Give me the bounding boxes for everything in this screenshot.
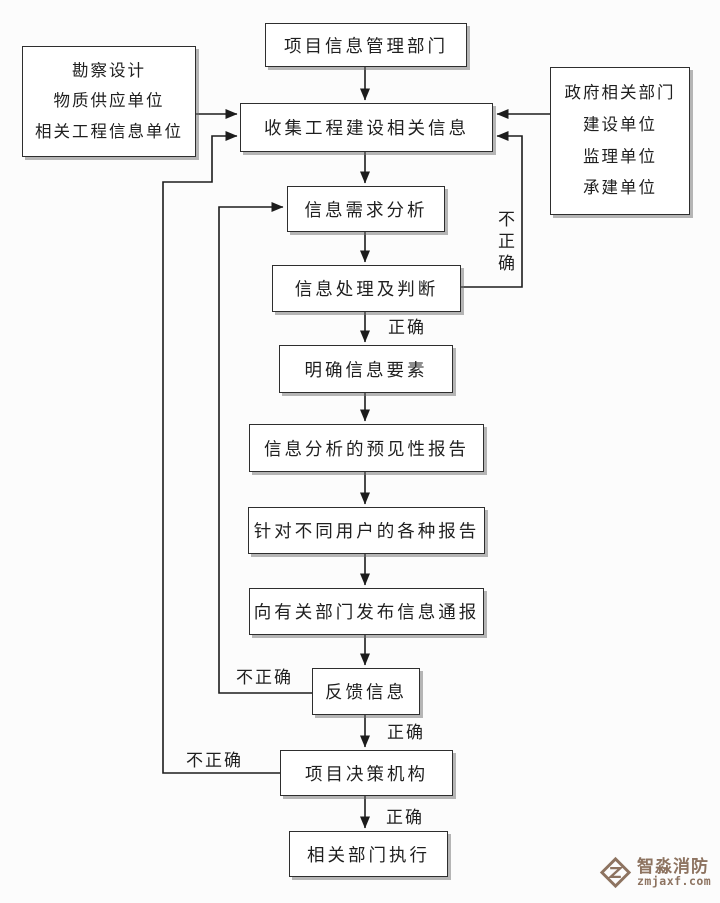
node-project-info-management-dept: 项目信息管理部门 xyxy=(265,23,467,67)
node-left-info-sources: 勘察设计 物质供应单位 相关工程信息单位 xyxy=(22,46,196,157)
brand-watermark: 智淼消防 zmjaxf.com xyxy=(599,856,711,889)
node-label: 相关部门执行 xyxy=(307,844,430,865)
node-clarify-info-elements: 明确信息要素 xyxy=(279,345,453,393)
brand-domain: zmjaxf.com xyxy=(637,874,712,889)
right-source-line-2: 建设单位 xyxy=(583,114,657,134)
node-label: 信息分析的预见性报告 xyxy=(264,438,469,459)
label-incorrect-decision-loop: 不正确 xyxy=(186,751,243,770)
node-reports-for-users: 针对不同用户的各种报告 xyxy=(248,507,485,554)
node-publish-info-bulletin: 向有关部门发布信息通报 xyxy=(249,588,484,635)
node-label: 信息处理及判断 xyxy=(294,279,439,299)
node-departments-execute: 相关部门执行 xyxy=(289,831,448,877)
node-label: 向有关部门发布信息通报 xyxy=(253,602,480,622)
arrow-feedback-incorrect-loop xyxy=(218,202,312,694)
node-label: 收集工程建设相关信息 xyxy=(264,118,469,138)
label-correct-after-feedback: 正确 xyxy=(387,723,425,742)
node-label: 项目信息管理部门 xyxy=(284,35,448,56)
right-source-line-4: 承建单位 xyxy=(583,178,657,198)
node-feedback-info: 反馈信息 xyxy=(312,668,420,715)
arrow-decision-incorrect-loop xyxy=(162,131,280,774)
right-source-line-1: 政府相关部门 xyxy=(564,83,676,103)
node-project-decision-body: 项目决策机构 xyxy=(280,750,453,796)
label-correct-after-decision: 正确 xyxy=(386,808,424,827)
brand-text-block: 智淼消防 zmjaxf.com xyxy=(637,856,712,889)
brand-diamond-icon xyxy=(599,856,632,889)
node-info-processing-judgment: 信息处理及判断 xyxy=(272,265,461,312)
node-info-demand-analysis: 信息需求分析 xyxy=(287,186,445,232)
node-label: 针对不同用户的各种报告 xyxy=(253,521,480,541)
right-source-line-3: 监理单位 xyxy=(583,146,657,166)
left-source-line-2: 物质供应单位 xyxy=(53,91,165,111)
label-correct-after-process: 正确 xyxy=(388,318,426,337)
node-label: 明确信息要素 xyxy=(304,359,428,380)
arrow-process-incorrect-loop xyxy=(461,131,523,288)
node-label: 信息需求分析 xyxy=(304,199,428,220)
left-source-line-3: 相关工程信息单位 xyxy=(35,121,183,141)
brand-name: 智淼消防 xyxy=(637,856,709,876)
node-collect-construction-info: 收集工程建设相关信息 xyxy=(240,103,493,152)
label-incorrect-process-loop: 不正确 xyxy=(495,210,514,276)
node-label: 反馈信息 xyxy=(325,682,407,702)
node-forecast-report: 信息分析的预见性报告 xyxy=(249,424,484,472)
node-label: 项目决策机构 xyxy=(305,763,428,784)
label-incorrect-feedback-loop: 不正确 xyxy=(236,668,293,687)
node-right-info-sources: 政府相关部门 建设单位 监理单位 承建单位 xyxy=(550,67,690,215)
left-source-line-1: 勘察设计 xyxy=(72,60,146,80)
